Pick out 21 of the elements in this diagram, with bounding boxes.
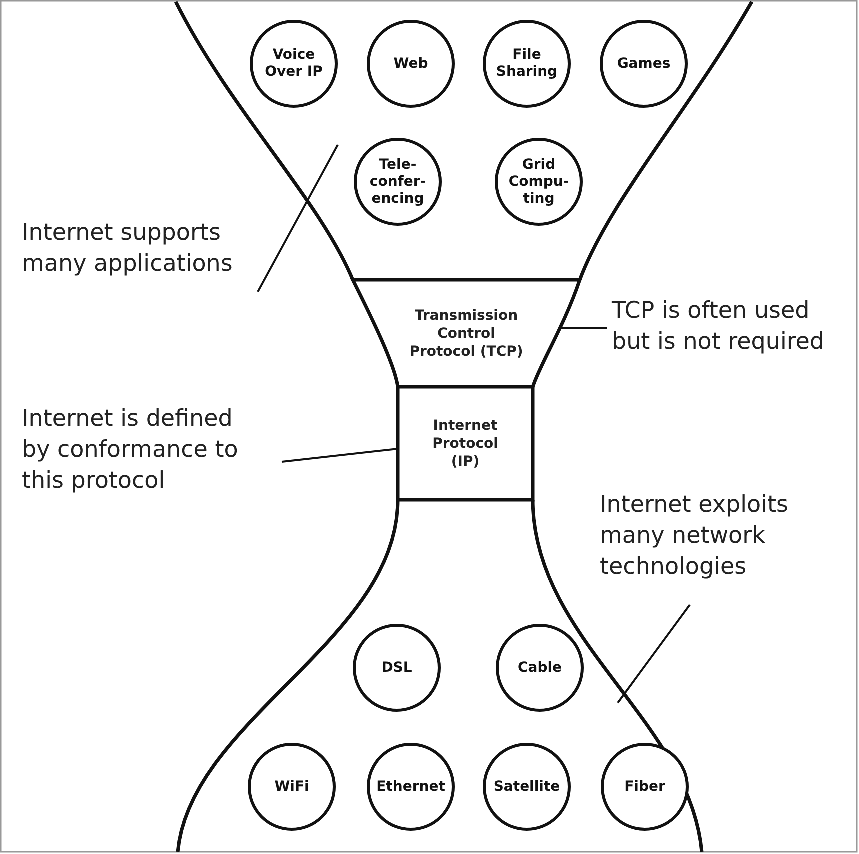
protocol-label: Internet Protocol (IP): [432, 416, 500, 470]
node-label: WiFi: [274, 778, 310, 796]
annotation-text: Internet is defined by conformance to this protocol: [22, 404, 267, 497]
node-label: Voice Over IP: [264, 47, 324, 81]
node-label: DSL: [380, 660, 414, 676]
node-label: Grid Compu- ting: [508, 156, 570, 208]
node-label: File Sharing: [495, 47, 559, 81]
node-label: Games: [616, 56, 672, 72]
annotation-text: Internet supports many applications: [22, 218, 272, 280]
annotation-text: TCP is often used but is not required: [612, 296, 852, 358]
node-label: Web: [392, 56, 430, 72]
leader-line: [257, 144, 339, 292]
annotation-text: Internet exploits many network technologies: [600, 490, 820, 583]
leader-line: [617, 604, 691, 704]
node-label: Satellite: [492, 778, 562, 796]
node-label: Tele- confer- encing: [368, 156, 428, 208]
leader-line: [282, 448, 398, 463]
node-label: Fiber: [624, 778, 666, 796]
node-label: Ethernet: [376, 778, 446, 796]
node-label: Cable: [516, 660, 564, 676]
protocol-label: Transmission Control Protocol (TCP): [409, 306, 524, 360]
